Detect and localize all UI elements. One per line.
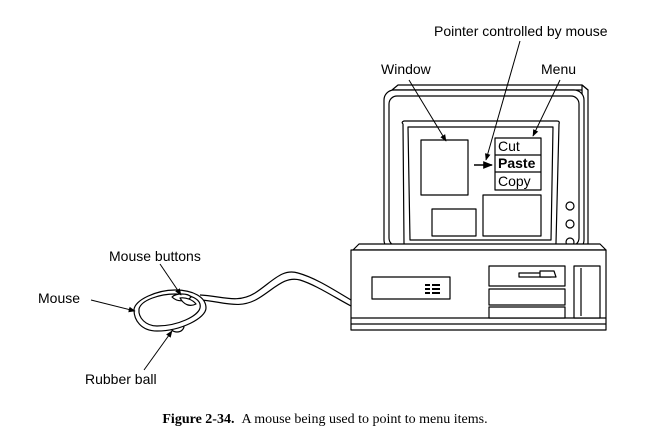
menu-item-cut: Cut xyxy=(498,138,520,154)
knob-icon xyxy=(565,201,575,211)
figure-caption: Figure 2-34. A mouse being used to point… xyxy=(0,412,650,428)
pointer-label: Pointer controlled by mouse xyxy=(434,23,608,39)
screen-box xyxy=(482,194,542,237)
screen-window xyxy=(420,139,469,196)
knob-icon xyxy=(565,219,575,229)
mouse-buttons-leader xyxy=(159,263,182,296)
caption-text: A mouse being used to point to menu item… xyxy=(241,412,488,427)
menu-label: Menu xyxy=(541,61,576,77)
mouse-buttons-label: Mouse buttons xyxy=(109,248,201,264)
menu-item-paste: Paste xyxy=(498,155,536,171)
menu-item-copy: Copy xyxy=(498,173,531,189)
mouse-button xyxy=(179,297,197,306)
screen-box xyxy=(431,208,477,237)
drive-bay xyxy=(488,306,566,319)
mouse-leader xyxy=(90,299,136,313)
mouse-label: Mouse xyxy=(38,290,80,306)
mouse xyxy=(133,289,207,333)
rubber-ball-leader xyxy=(143,330,173,371)
screen-menu xyxy=(494,137,542,191)
rubber-ball-label: Rubber ball xyxy=(85,371,157,387)
side-panel xyxy=(573,265,601,319)
window-leader xyxy=(408,79,447,142)
front-panel xyxy=(371,276,451,300)
mouse-cable xyxy=(199,271,352,301)
window-label: Window xyxy=(381,61,432,77)
system-unit xyxy=(350,243,607,331)
pointer-leader xyxy=(485,40,521,161)
figure-number: Figure 2-34. xyxy=(162,412,235,427)
indicator-lights xyxy=(425,284,440,294)
drive-bay xyxy=(488,288,566,306)
menu-leader xyxy=(532,79,561,137)
